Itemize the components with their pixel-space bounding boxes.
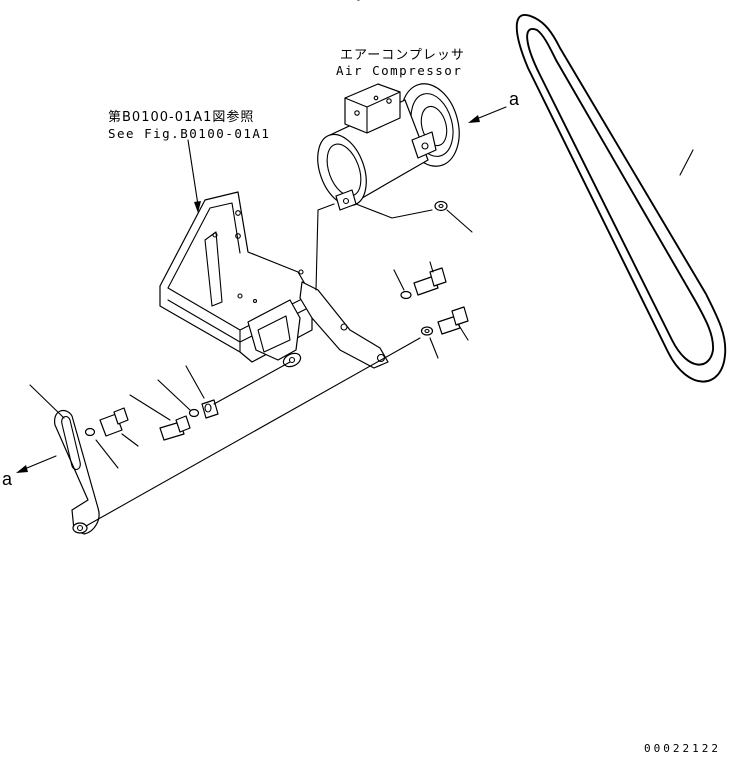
bolt-set-right: [393, 261, 469, 359]
view-arrow-upper: [468, 106, 507, 123]
view-arrow-lower: [16, 455, 57, 473]
view-arrow-label-lower: a: [2, 469, 13, 489]
adjusting-bracket: [29, 337, 421, 535]
reference-leader: [187, 139, 201, 213]
view-arrow-label-upper: a: [509, 89, 520, 109]
compressor-label-en: Air Compressor: [336, 63, 462, 78]
figure-code: 00022122: [644, 742, 721, 755]
drive-belt: [515, 13, 727, 383]
mounting-bracket: [159, 191, 313, 368]
reference-label-jp: 第B0100-01A1図参照: [108, 109, 254, 125]
air-compressor: [317, 0, 460, 211]
washer-upper: [355, 200, 473, 233]
reference-label-en: See Fig.B0100-01A1: [108, 126, 270, 141]
bolt-set-lower: [84, 361, 291, 469]
tension-link: [299, 203, 389, 369]
compressor-label-jp: エアーコンプレッサ: [340, 48, 465, 63]
